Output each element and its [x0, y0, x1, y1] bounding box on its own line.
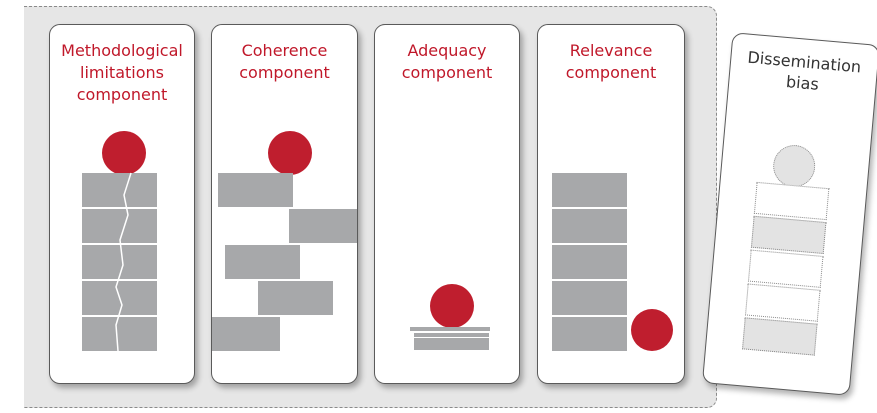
card-title: Coherence component [239, 41, 330, 82]
red-ball [102, 131, 146, 175]
dissemination-bias-card: Dissemination bias [701, 32, 877, 396]
thin-slab [410, 327, 490, 331]
red-ball [430, 284, 474, 328]
ghost-block [742, 317, 818, 356]
methodological-limitations-card: Methodological limitations component [49, 24, 195, 384]
scattered-block [212, 317, 280, 351]
ghost-ball [771, 143, 817, 189]
wall-block [82, 317, 157, 351]
red-ball [631, 309, 673, 351]
crack-line [115, 172, 132, 352]
relevance-card: Relevance component [537, 24, 685, 384]
coherence-card: Coherence component [211, 24, 358, 384]
stack-block [552, 317, 627, 351]
thin-slab [414, 333, 489, 337]
adequacy-card: Adequacy component [374, 24, 520, 384]
bias-card-body: Dissemination bias [701, 32, 877, 396]
ghost-block [744, 283, 821, 322]
stack-block [552, 173, 627, 207]
stack-block [552, 245, 627, 279]
scattered-block [218, 173, 293, 207]
wall-block [82, 245, 157, 279]
ghost-block [753, 181, 830, 221]
ghost-block [750, 215, 827, 254]
wall-block [82, 209, 157, 243]
card-title: Relevance component [565, 41, 657, 82]
card-title: Methodological limitations component [61, 41, 183, 104]
stack-block [552, 209, 627, 243]
ghost-block [747, 249, 824, 288]
base-block [414, 338, 489, 350]
card-title: Adequacy component [401, 41, 493, 82]
wall-block [82, 173, 157, 207]
scattered-block [258, 281, 333, 315]
card-title: Dissemination bias [746, 47, 862, 94]
scattered-block [289, 209, 357, 243]
stack-block [552, 281, 627, 315]
scattered-block [225, 245, 300, 279]
red-ball [268, 131, 312, 175]
